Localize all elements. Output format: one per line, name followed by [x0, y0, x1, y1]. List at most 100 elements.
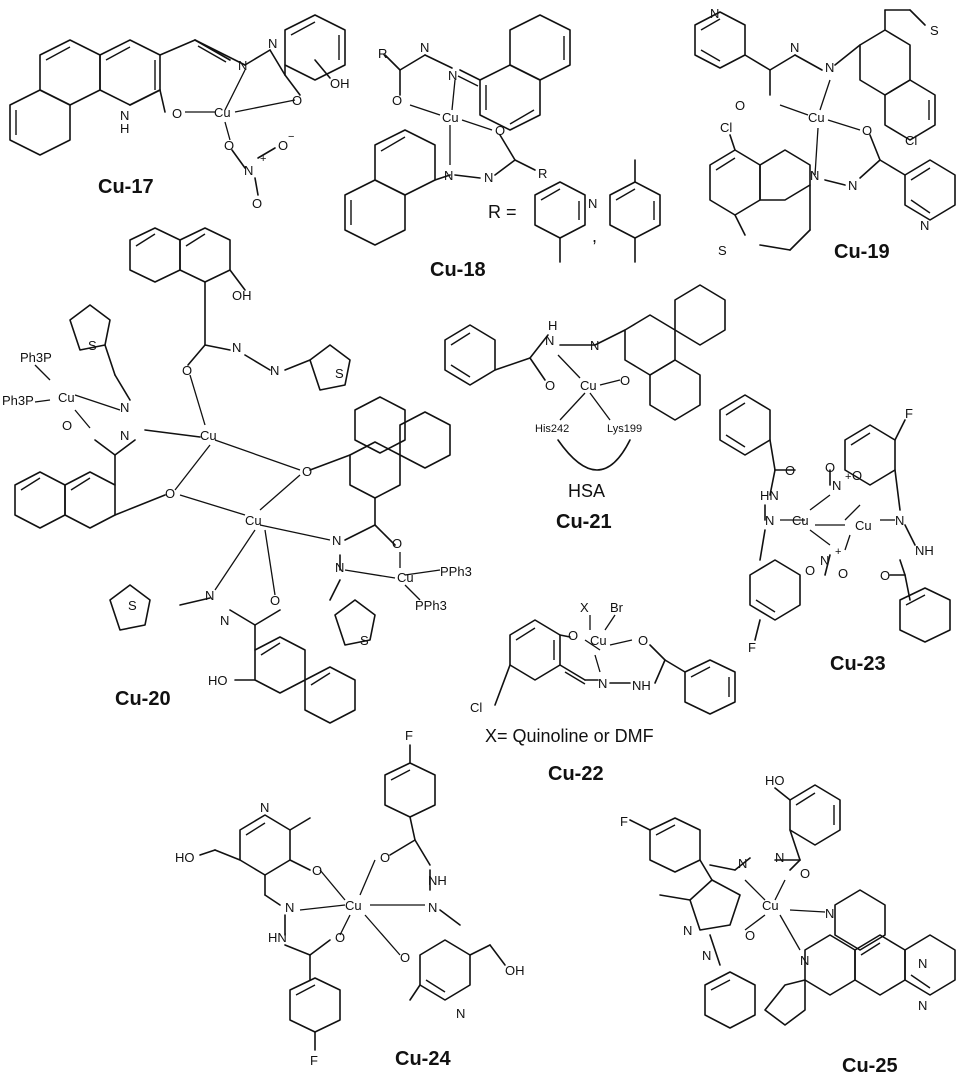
structure-cu-24: N HO O N HN O Cu O NH N O OH N F F Cu-24 — [175, 728, 525, 1070]
compound-label-cu-19: Cu-19 — [834, 241, 890, 263]
cu21-o2: O — [620, 373, 630, 388]
cu23-n4: N — [820, 553, 829, 568]
cu20-cu2: Cu — [200, 428, 217, 443]
cu21-lys: Lys199 — [607, 423, 642, 435]
cu23-cu1: Cu — [792, 513, 809, 528]
cu24-n4: N — [456, 1006, 465, 1021]
cu20-cu1: Cu — [58, 390, 75, 405]
cu25-oh: HO — [765, 773, 785, 788]
cu24-f2: F — [310, 1053, 318, 1068]
cu20-ho: HO — [208, 673, 228, 688]
cu24-cu: Cu — [345, 898, 362, 913]
cu21-his: His242 — [535, 423, 569, 435]
cu23-nh: NH — [915, 543, 934, 558]
compound-label-cu-22: Cu-22 — [548, 763, 604, 785]
cu21-h: H — [548, 318, 557, 333]
cu19-n3: N — [810, 168, 819, 183]
cu23-o1: O — [785, 463, 795, 478]
structure-cu-21: H N N O Cu O His242 Lys199 HSA Cu-21 — [444, 284, 726, 533]
cu24-ho: HO — [175, 850, 195, 865]
cu20-oh1: OH — [232, 288, 252, 303]
cu20-n7: N — [205, 588, 214, 603]
cu23-o2: O — [825, 460, 835, 475]
cu23-cu2: Cu — [855, 518, 872, 533]
cu19-cu: Cu — [808, 110, 825, 125]
cu19-n6: N — [920, 218, 929, 233]
cu18-r2: R — [538, 166, 547, 181]
cu20-o5: O — [392, 536, 402, 551]
cu18-n2: N — [448, 68, 457, 83]
cu22-br: Br — [610, 600, 624, 615]
cu17-o4: O — [278, 138, 288, 153]
cu23-o5: O — [805, 563, 815, 578]
cu17-n3: N — [120, 108, 129, 123]
compound-label-cu-24: Cu-24 — [395, 1048, 451, 1070]
cu24-hn: HN — [268, 930, 287, 945]
cu20-s4: S — [128, 598, 137, 613]
cu25-f: F — [620, 814, 628, 829]
structure-cu-25: HO N O N Cu O N N N N N N F Cu-25 — [620, 773, 956, 1077]
cu21-n1: N — [545, 333, 554, 348]
cu25-o1: O — [800, 866, 810, 881]
cu23-n2: N — [765, 513, 774, 528]
compound-label-cu-17: Cu-17 — [98, 176, 154, 198]
cu24-o3: O — [380, 850, 390, 865]
cu23-plus1: + — [845, 471, 851, 483]
cu18-o1: O — [392, 93, 402, 108]
cu23-n3: N — [895, 513, 904, 528]
cu23-o3: O — [852, 468, 862, 483]
cu24-nh: NH — [428, 873, 447, 888]
cu24-n3: N — [428, 900, 437, 915]
compound-label-cu-20: Cu-20 — [115, 688, 171, 710]
cu19-cl1: Cl — [905, 133, 917, 148]
cu18-o2: O — [495, 123, 505, 138]
cu20-ph3p2: Ph3P — [2, 393, 34, 408]
cu20-n3: N — [120, 400, 129, 415]
cu23-plus2: + — [835, 546, 841, 558]
cu22-x: X — [580, 600, 589, 615]
cu25-n1: N — [775, 850, 784, 865]
cu20-pph3-2: PPh3 — [415, 598, 447, 613]
cu17-n2: N — [268, 36, 277, 51]
cu24-n1: N — [260, 800, 269, 815]
cu25-n5: N — [683, 923, 692, 938]
cu18-r1: R — [378, 46, 387, 61]
cu19-o2: O — [862, 123, 872, 138]
cu20-s2: S — [88, 338, 97, 353]
structure-cu-19: O N N Cu O N N S S N N Cl Cl Cu-19 — [694, 6, 956, 263]
cu25-cu: Cu — [762, 898, 779, 913]
cu18-n1: N — [420, 40, 429, 55]
cu20-n1: N — [232, 340, 241, 355]
cu25-n6: N — [702, 948, 711, 963]
cu19-s2: S — [718, 243, 727, 258]
cu24-oh: OH — [505, 963, 525, 978]
compound-label-cu-23: Cu-23 — [830, 653, 886, 675]
compound-label-cu-21: Cu-21 — [556, 511, 612, 533]
cu19-n5: N — [710, 6, 719, 21]
structure-cu-20: OH O N N S S Ph3P Ph3P Cu N O N Cu O O C… — [2, 227, 472, 724]
cu18-comma: , — [592, 226, 597, 246]
cu23-n1: N — [832, 478, 841, 493]
cu21-n2: N — [590, 338, 599, 353]
cu17-n4: N — [244, 163, 253, 178]
cu22-cu: Cu — [590, 633, 607, 648]
cu24-n2: N — [285, 900, 294, 915]
cu18-n5: N — [588, 196, 597, 211]
cu22-o2: O — [638, 633, 648, 648]
cu25-n3: N — [825, 906, 834, 921]
cu20-n2: N — [270, 363, 279, 378]
cu20-o2: O — [62, 418, 72, 433]
cu25-n7: N — [918, 956, 927, 971]
cu20-s1: S — [335, 366, 344, 381]
cu24-o2: O — [335, 930, 345, 945]
cu22-cl: Cl — [470, 700, 482, 715]
cu18-cu: Cu — [442, 110, 459, 125]
cu19-n4: N — [848, 178, 857, 193]
structure-cu-23: O O N + O HN N Cu Cu N NH O N + O O F F … — [719, 394, 951, 675]
cu25-n8: N — [918, 998, 927, 1013]
cu20-cu4: Cu — [397, 570, 414, 585]
cu20-n6: N — [335, 560, 344, 575]
cu19-n2: N — [825, 60, 834, 75]
cu22-nh: NH — [632, 678, 651, 693]
